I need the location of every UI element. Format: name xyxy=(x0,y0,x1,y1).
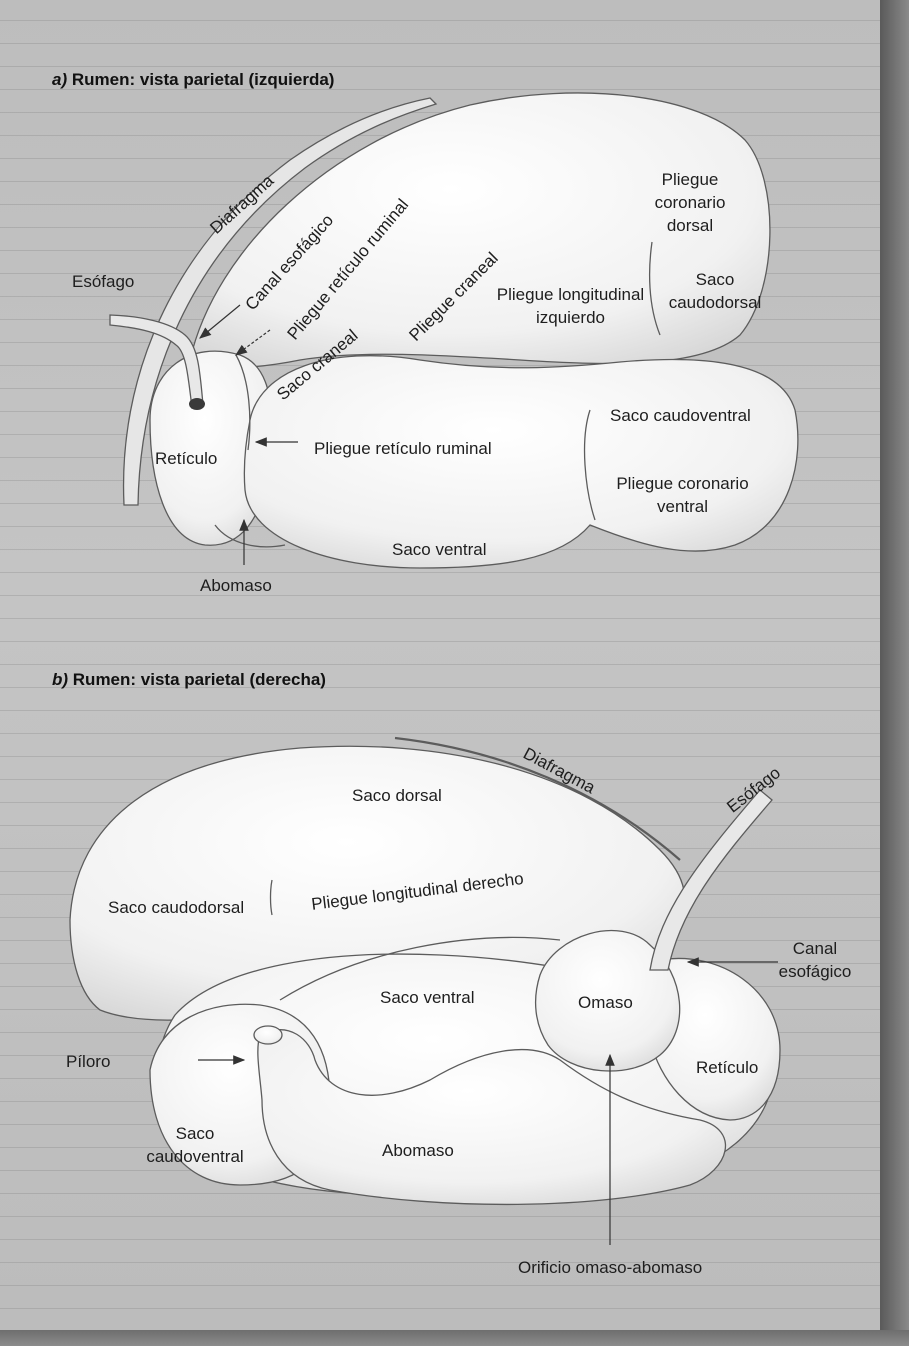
label-line: dorsal xyxy=(650,214,730,237)
label-reticulo-a: Retículo xyxy=(155,447,217,470)
label-line: izquierdo xyxy=(488,306,653,329)
label-saco-caudodorsal-b: Saco caudodorsal xyxy=(108,896,244,919)
label-reticulo-b: Retículo xyxy=(696,1056,758,1079)
panel-a-letter: a) xyxy=(52,70,67,89)
label-line: Pliegue xyxy=(650,168,730,191)
pylorus-b xyxy=(254,1026,282,1044)
panel-a-title: a) Rumen: vista parietal (izquierda) xyxy=(52,70,334,90)
page-edge-shadow xyxy=(880,0,909,1346)
panel-b-letter: b) xyxy=(52,670,68,689)
label-line: Pliegue coronario xyxy=(605,472,760,495)
rumen-diagram xyxy=(0,0,880,1330)
label-line: Saco xyxy=(660,268,770,291)
label-line: esofágico xyxy=(765,960,865,983)
label-saco-ventral-b: Saco ventral xyxy=(380,986,475,1009)
label-saco-caudoventral-b: Saco caudoventral xyxy=(140,1122,250,1168)
ventral-sac-a xyxy=(244,356,798,568)
label-saco-caudoventral-a: Saco caudoventral xyxy=(610,404,751,427)
label-pliegue-reticulo-ruminal-a: Pliegue retículo ruminal xyxy=(314,437,492,460)
label-saco-ventral-a: Saco ventral xyxy=(392,538,487,561)
label-saco-caudodorsal-a: Saco caudodorsal xyxy=(660,268,770,314)
page-bottom-shadow xyxy=(0,1330,909,1346)
label-abomaso-b: Abomaso xyxy=(382,1139,454,1162)
label-orificio-omaso-abomaso-b: Orificio omaso-abomaso xyxy=(518,1256,702,1279)
panel-b-title: b) Rumen: vista parietal (derecha) xyxy=(52,670,326,690)
label-line: caudoventral xyxy=(140,1145,250,1168)
label-saco-dorsal-b: Saco dorsal xyxy=(352,784,442,807)
panel-b-title-text: Rumen: vista parietal (derecha) xyxy=(73,670,326,689)
label-line: coronario xyxy=(650,191,730,214)
label-omaso-b: Omaso xyxy=(578,991,633,1014)
label-pliegue-coronario-dorsal-a: Pliegue coronario dorsal xyxy=(650,168,730,237)
label-line: Pliegue longitudinal xyxy=(488,283,653,306)
label-piloro-b: Píloro xyxy=(66,1050,110,1073)
label-line: caudodorsal xyxy=(660,291,770,314)
label-line: ventral xyxy=(605,495,760,518)
label-line: Canal xyxy=(765,937,865,960)
esophageal-orifice-a xyxy=(189,398,205,410)
panel-a-title-text: Rumen: vista parietal (izquierda) xyxy=(72,70,335,89)
label-canal-esofagico-b: Canal esofágico xyxy=(765,937,865,983)
label-pliegue-longitudinal-izquierdo-a: Pliegue longitudinal izquierdo xyxy=(488,283,653,329)
label-esofago-a: Esófago xyxy=(72,270,134,293)
label-pliegue-coronario-ventral-a: Pliegue coronario ventral xyxy=(605,472,760,518)
label-abomaso-a: Abomaso xyxy=(200,574,272,597)
label-line: Saco xyxy=(140,1122,250,1145)
page: a) Rumen: vista parietal (izquierda) Dia… xyxy=(0,0,880,1330)
